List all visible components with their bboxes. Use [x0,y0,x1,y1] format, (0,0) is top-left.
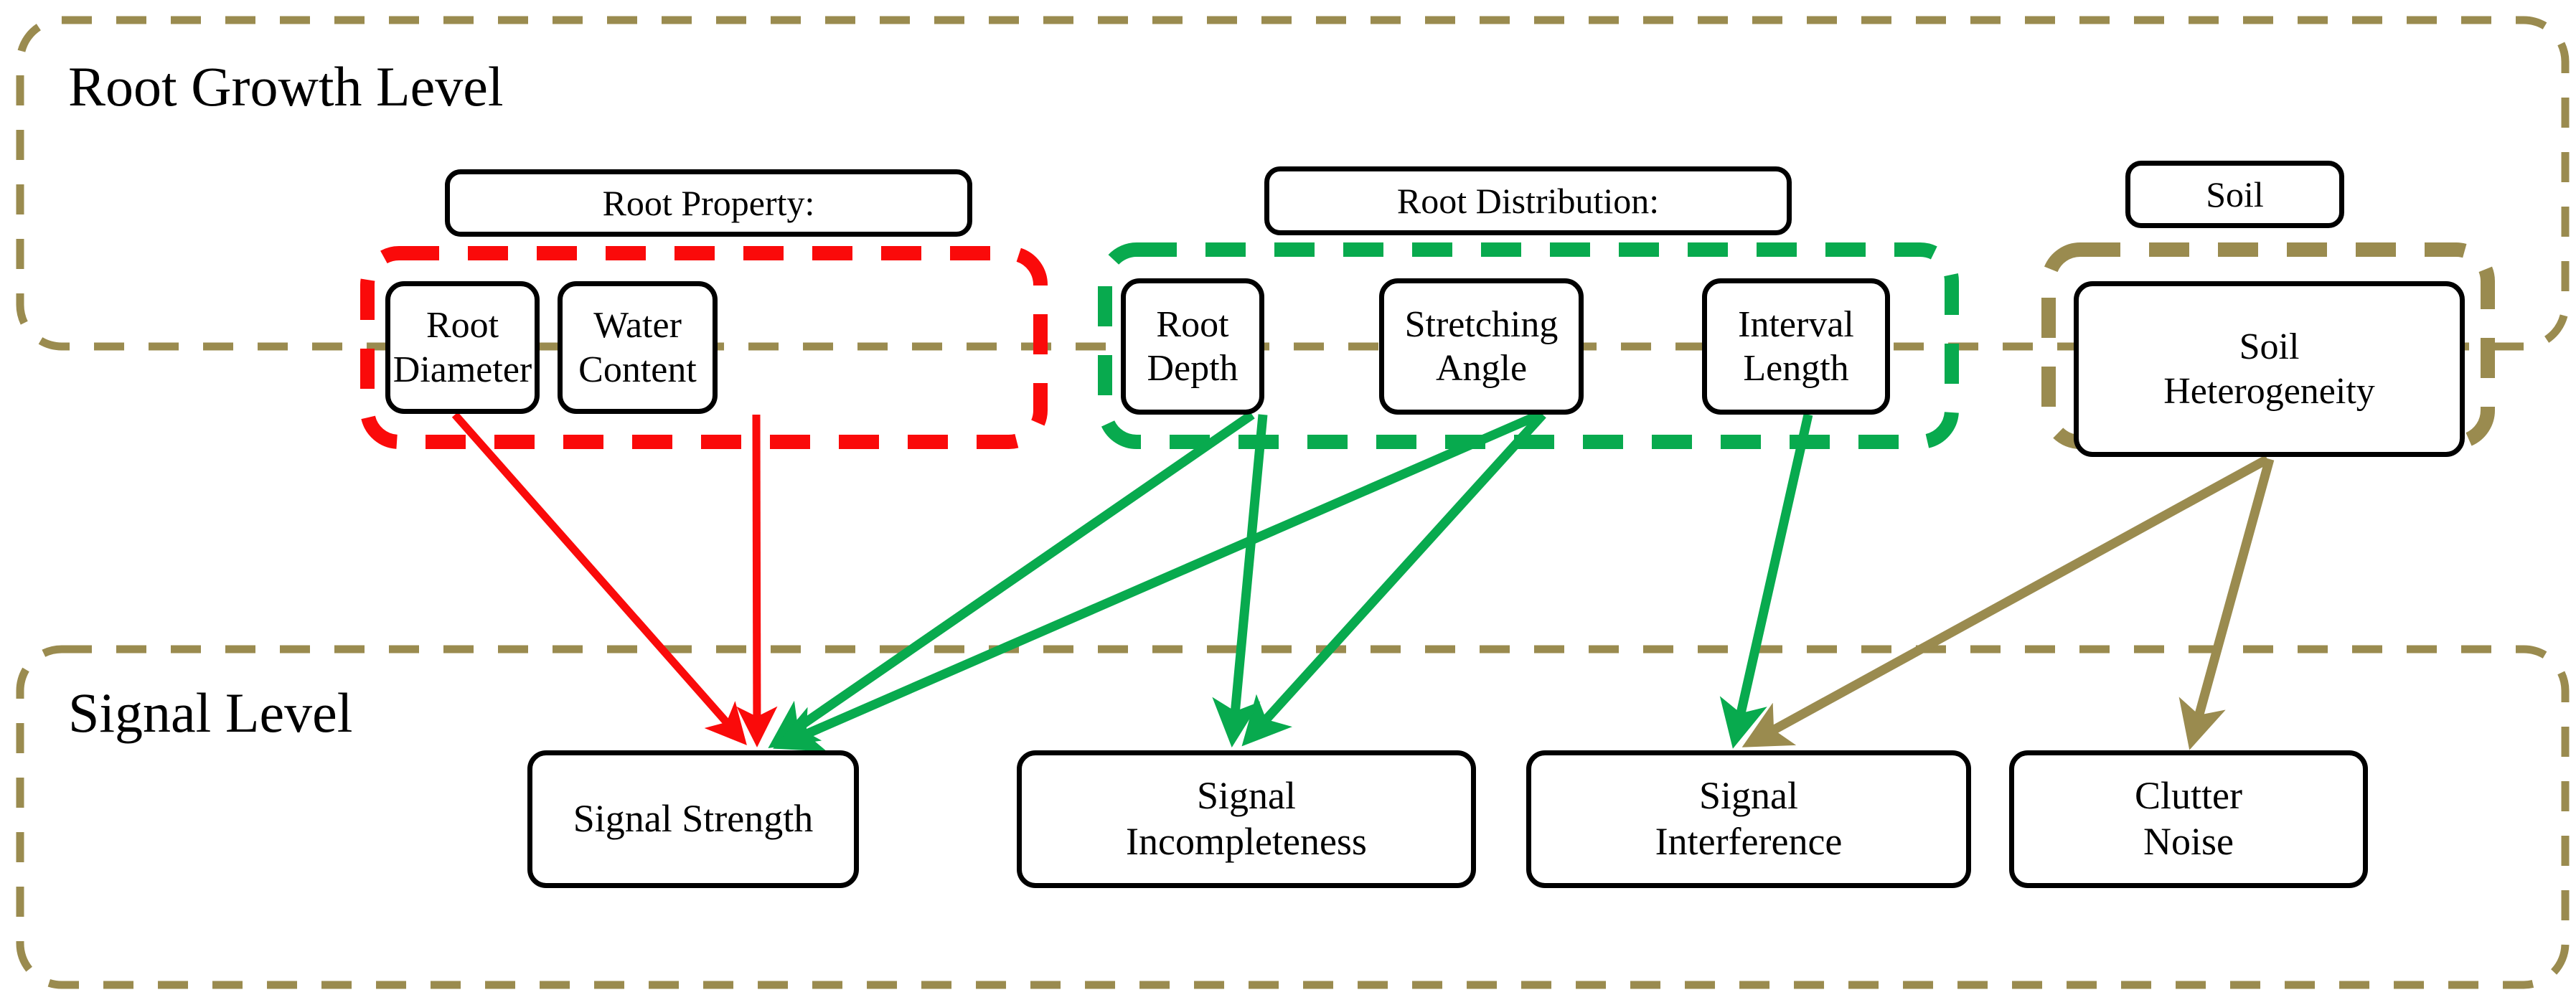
edge-root-depth-to-signal-strength [768,410,1255,748]
root-growth-level-title: Root Growth Level [68,55,504,118]
edge-interval-length-to-signal-interference [1719,413,1813,749]
edge-soil-heterogeneity-to-signal-interference [1741,455,2270,747]
node-signal-incompleteness-label: Signal Incompleteness [1126,774,1367,863]
node-soil-heterogeneity-label: Soil Heterogeneity [2163,326,2375,412]
node-interval-length-label: Interval Length [1738,303,1854,389]
node-clutter-noise-label: Clutter Noise [2135,774,2242,863]
edge-stretching-angle-to-signal-strength [773,410,1542,752]
edge-root-diameter-to-signal-strength [451,412,747,745]
node-signal-incompleteness[interactable]: Signal Incompleteness [1017,750,1476,888]
node-signal-strength[interactable]: Signal Strength [527,750,859,888]
group-label-root-distribution: Root Distribution: [1264,166,1792,235]
node-stretching-angle-label: Stretching Angle [1404,303,1559,389]
node-water-content-label: Water Content [578,305,697,390]
edge-interval-length-to-signal-incompleteness [1212,414,1268,748]
node-root-depth[interactable]: Root Depth [1121,278,1264,415]
node-signal-interference-label: Signal Interference [1655,774,1843,863]
node-interval-length[interactable]: Interval Length [1702,278,1890,415]
signal-level-title: Signal Level [68,681,353,744]
node-root-depth-label: Root Depth [1147,303,1238,389]
edge-water-content-to-signal-strength [736,414,778,747]
node-soil-heterogeneity[interactable]: Soil Heterogeneity [2074,281,2465,457]
node-signal-strength-label: Signal Strength [573,797,814,841]
node-root-diameter-label: Root Diameter [392,305,532,390]
edge-soil-heterogeneity-to-clutter-noise [2178,458,2275,750]
edge-stretching-angle-to-signal-incompleteness [1241,411,1546,747]
node-water-content[interactable]: Water Content [558,281,718,414]
node-stretching-angle[interactable]: Stretching Angle [1379,278,1584,415]
node-signal-interference[interactable]: Signal Interference [1526,750,1971,888]
group-label-root-property: Root Property: [445,169,972,237]
root-property-group-boundary [360,246,1048,449]
node-clutter-noise[interactable]: Clutter Noise [2009,750,2368,888]
group-label-soil: Soil [2125,161,2344,228]
node-root-diameter[interactable]: Root Diameter [385,281,540,414]
root-distribution-group-boundary [1098,242,1959,449]
